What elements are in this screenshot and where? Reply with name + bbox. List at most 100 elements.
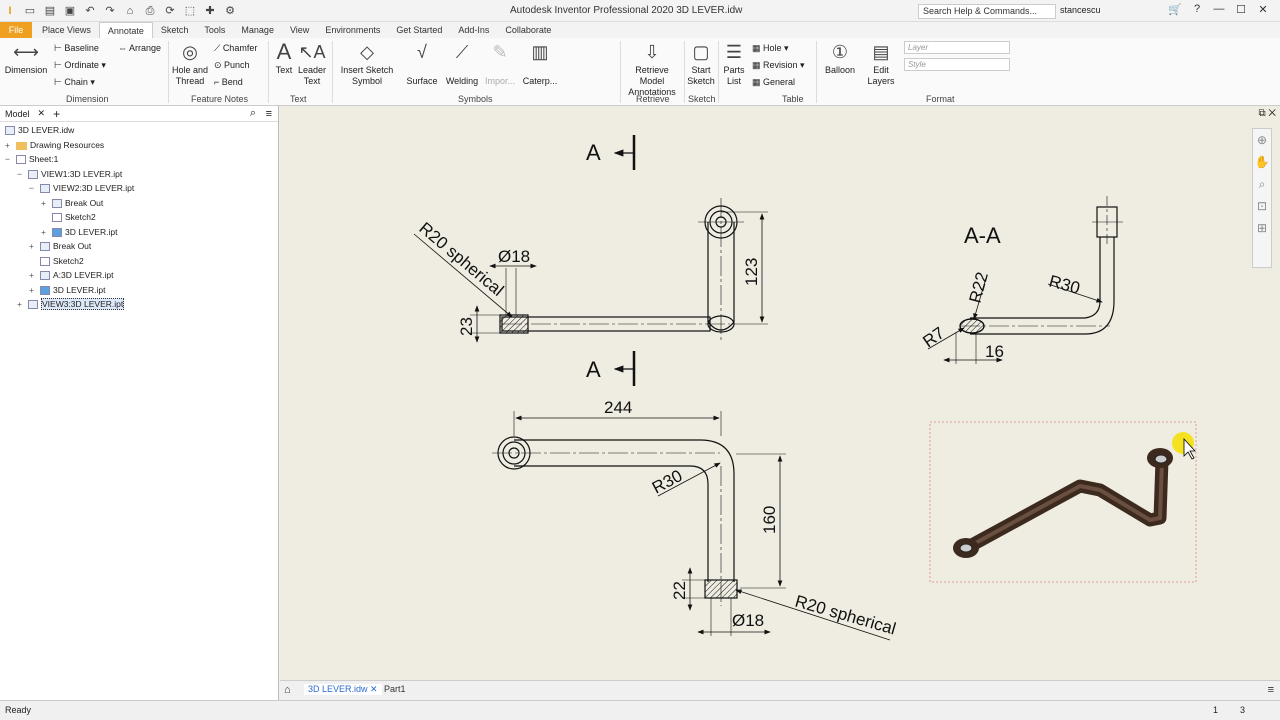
zoom-window-icon[interactable]: ⌕ [1258,177,1266,191]
select-icon[interactable]: ⬚ [184,5,196,17]
tree-node-drawing-resources[interactable]: +Drawing Resources [5,140,105,150]
add-tab-icon[interactable]: + [53,106,61,121]
dim-22: 22 [670,581,689,600]
tree-node-sheet[interactable]: −Sheet:1 [5,154,59,165]
tree-node-3d-lever-part[interactable]: +3D LEVER.ipt [29,285,106,296]
home-tab-icon[interactable]: ⌂ [284,684,291,696]
maximize-icon[interactable]: ☐ [1236,4,1246,16]
pan-icon[interactable]: ✋ [1254,155,1270,169]
tab-place-views[interactable]: Place Views [42,25,91,35]
tab-file[interactable]: File [0,22,32,38]
browser-tab-model[interactable]: Model [5,108,30,119]
tree-label: Sketch2 [53,256,84,266]
baseline-label: Baseline [64,43,99,53]
tab-sketch[interactable]: Sketch [160,25,189,35]
ribbon: ⟷Dimension ⊢ Baseline ⊢ Ordinate ▾ ⊢ Cha… [0,38,1280,106]
edit-layers-button[interactable]: ▤Edit Layers [864,41,898,87]
tab-add-ins[interactable]: Add-Ins [458,25,490,35]
status-count: 3 [1240,705,1246,715]
balloon-label: Balloon [824,65,856,75]
section-view[interactable] [927,196,1123,364]
settings-icon[interactable]: ⚙ [225,5,235,17]
update-icon[interactable]: ⟳ [165,5,175,17]
chamfer-button[interactable]: ⟋ Chamfer [214,43,258,53]
tab-annotate[interactable]: Annotate [98,22,153,38]
measure-icon[interactable]: ✚ [205,5,215,17]
baseline-button[interactable]: ⊢ Baseline [54,43,99,53]
parts-list-label: Parts List [723,65,745,86]
tab-environments[interactable]: Environments [325,25,381,35]
tabs-menu-icon[interactable]: ≡ [1267,684,1274,696]
home-icon[interactable]: ⌂ [126,5,134,17]
tree-node-break-out[interactable]: +Break Out [29,241,92,252]
tab-collaborate[interactable]: Collaborate [505,25,552,35]
tab-get-started[interactable]: Get Started [396,25,443,35]
zoom-icon[interactable]: ⊕ [1256,133,1268,147]
iso-view[interactable] [953,432,1196,558]
tree-node-view2[interactable]: −VIEW2:3D LEVER.ipt [29,183,135,194]
tree-node-3d-lever-part[interactable]: +3D LEVER.ipt [41,227,118,238]
start-sketch-button[interactable]: ▢Start Sketch [686,41,716,87]
close-browser-tab-icon[interactable]: ✕ [37,108,46,118]
browser-menu-icon[interactable]: ≡ [265,107,272,120]
restore-canvas-icon[interactable]: ⧉ ✕ [1258,108,1276,119]
caterpillar-label: Caterp... [522,76,558,86]
new-icon[interactable]: ▭ [24,5,36,17]
revision-table-button[interactable]: ▦ Revision ▾ [752,60,805,70]
tab-tools[interactable]: Tools [204,25,226,35]
punch-button[interactable]: ⊙ Punch [214,60,250,70]
arrange-button[interactable]: ⇔ Arrange [118,43,162,53]
import-icon: ✎ [492,42,508,62]
tab-view[interactable]: View [289,25,310,35]
tree-node-document[interactable]: 3D LEVER.idw [5,124,74,137]
hole-table-button[interactable]: ▦ Hole ▾ [752,43,789,53]
tree-node-section-a[interactable]: +A:3D LEVER.ipt [29,270,114,281]
welding-label: Welding [445,76,479,86]
tree-node-sketch2[interactable]: Sketch2 [52,211,96,224]
dimension-button[interactable]: ⟷Dimension [4,41,48,76]
caterpillar-button[interactable]: ▥Caterp... [520,41,560,87]
parts-list-button[interactable]: ☰Parts List [720,41,748,87]
status-bar: Ready 1 3 [0,700,1280,720]
tab-manage[interactable]: Manage [241,25,274,35]
doc-tab-3d-lever[interactable]: 3D LEVER.idw ✕ [304,684,382,695]
user-account[interactable]: stancescu [1060,5,1101,15]
tree-node-break-out[interactable]: +Break Out [41,198,104,209]
search-input[interactable]: Search Help & Commands... [918,4,1056,19]
welding-button[interactable]: ⟋Welding [442,41,482,87]
doc-tab-part1[interactable]: Part1 [384,684,406,694]
minimize-icon[interactable]: — [1213,3,1225,15]
search-browser-icon[interactable]: ⌕ [249,107,256,119]
retrieve-model-annotations-button[interactable]: ⇩Retrieve Model Annotations [622,41,682,98]
cart-icon[interactable]: 🛒 [1168,4,1182,16]
insert-sketch-symbol-button[interactable]: ◇Insert Sketch Symbol [336,41,398,87]
surface-button[interactable]: √Surface [404,41,440,87]
zoom-select-icon[interactable]: ⊞ [1256,221,1268,235]
layer-dropdown[interactable]: Layer [904,41,1010,54]
bend-button[interactable]: ⌐ Bend [214,77,243,87]
close-icon[interactable]: ✕ [1258,4,1268,16]
redo-icon[interactable]: ↷ [105,5,115,17]
general-table-button[interactable]: ▦ General [752,77,796,87]
ordinate-button[interactable]: ⊢ Ordinate ▾ [54,60,106,70]
print-icon[interactable]: ⎙ [145,5,155,17]
help-icon[interactable]: ? [1193,3,1201,15]
tree-node-view1[interactable]: −VIEW1:3D LEVER.ipt [17,169,123,180]
hole-thread-button[interactable]: ◎Hole and Thread [170,41,210,87]
undo-icon[interactable]: ↶ [85,5,95,17]
chain-button[interactable]: ⊢ Chain ▾ [54,77,95,87]
style-dropdown[interactable]: Style [904,58,1010,71]
import-button[interactable]: ✎Impor... [482,41,518,87]
front-view[interactable] [413,198,768,343]
top-view[interactable] [492,411,891,641]
zoom-all-icon[interactable]: ⊡ [1256,199,1268,213]
open-icon[interactable]: ▤ [44,5,56,17]
tree-node-sketch2[interactable]: Sketch2 [40,255,84,268]
tree-node-view3[interactable]: +VIEW3:3D LEVER.ipt [17,298,125,310]
save-icon[interactable]: ▣ [64,5,76,17]
dimension-label: Dimension [4,65,48,75]
drawing-canvas[interactable]: A A A-A R20 spherical Ø18 123 23 R22 R30… [280,106,1280,680]
